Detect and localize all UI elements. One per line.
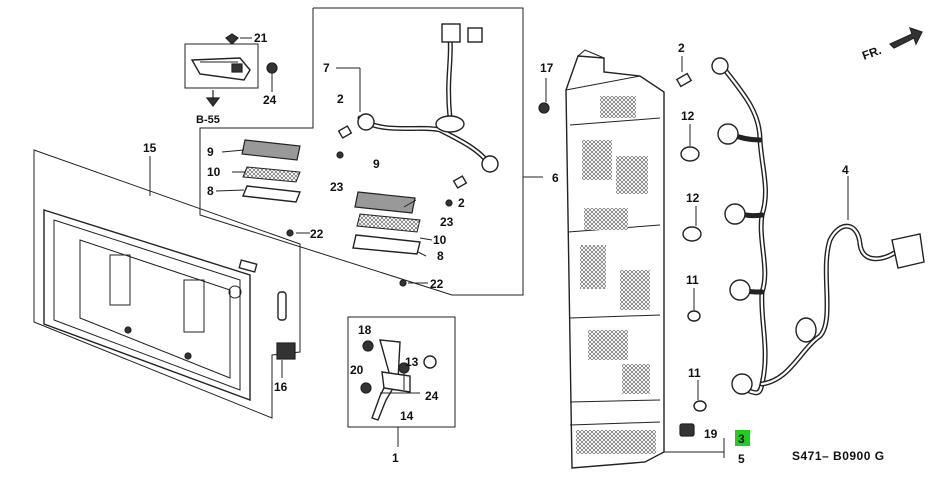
callout-23-right: 23 bbox=[440, 215, 454, 229]
callout-2-center-top: 2 bbox=[337, 92, 344, 106]
callout-8-right: 8 bbox=[437, 249, 444, 263]
bulbs-sockets bbox=[675, 56, 707, 437]
callout-14: 14 bbox=[400, 409, 414, 423]
callout-6: 6 bbox=[552, 171, 559, 185]
callout-2-right: 2 bbox=[678, 41, 685, 55]
callout-16: 16 bbox=[274, 380, 288, 394]
callout-9-right: 9 bbox=[373, 157, 380, 171]
callout-2-center: 2 bbox=[458, 196, 465, 210]
reference-label: B-55 bbox=[196, 114, 220, 126]
callout-1: 1 bbox=[392, 451, 399, 465]
screw-17 bbox=[538, 78, 550, 114]
callout-15: 15 bbox=[143, 141, 157, 155]
callout-22-left: 22 bbox=[310, 227, 324, 241]
license-garnish-panel bbox=[33, 149, 301, 419]
callout-24-top: 24 bbox=[263, 93, 277, 107]
lamp-bracket-box bbox=[347, 316, 456, 447]
drawing-code: S471– B0900 G bbox=[792, 449, 885, 463]
callout-12-bottom: 12 bbox=[686, 191, 700, 205]
callout-22-right: 22 bbox=[430, 277, 444, 291]
callout-10-right: 10 bbox=[433, 233, 447, 247]
callout-12-top: 12 bbox=[681, 109, 695, 123]
callout-21: 21 bbox=[254, 31, 268, 45]
callout-10-left: 10 bbox=[207, 165, 221, 179]
bracket-assembly-top-left bbox=[184, 33, 278, 107]
wire-harness bbox=[711, 57, 925, 396]
direction-label: FR. bbox=[860, 43, 883, 63]
callout-9-left: 9 bbox=[207, 145, 214, 159]
license-light-box bbox=[199, 7, 543, 296]
callout-23-left: 23 bbox=[330, 180, 344, 194]
callout-3[interactable]: 3 bbox=[738, 432, 745, 446]
highlight-box bbox=[735, 430, 750, 446]
callout-7: 7 bbox=[323, 61, 330, 75]
front-direction-arrow bbox=[888, 27, 923, 49]
callout-17: 17 bbox=[540, 61, 554, 75]
callout-19: 19 bbox=[704, 427, 718, 441]
callout-18: 18 bbox=[358, 323, 372, 337]
tail-lamp-unit bbox=[565, 49, 665, 469]
callout-24-bottom: 24 bbox=[425, 389, 439, 403]
callout-11-bottom: 11 bbox=[688, 366, 701, 380]
callout-8-left: 8 bbox=[207, 184, 214, 198]
callout-5: 5 bbox=[738, 452, 745, 466]
callout-20: 20 bbox=[350, 363, 364, 377]
callout-11-top: 11 bbox=[686, 273, 699, 287]
callout-4: 4 bbox=[842, 163, 849, 177]
callout-13: 13 bbox=[405, 355, 419, 369]
